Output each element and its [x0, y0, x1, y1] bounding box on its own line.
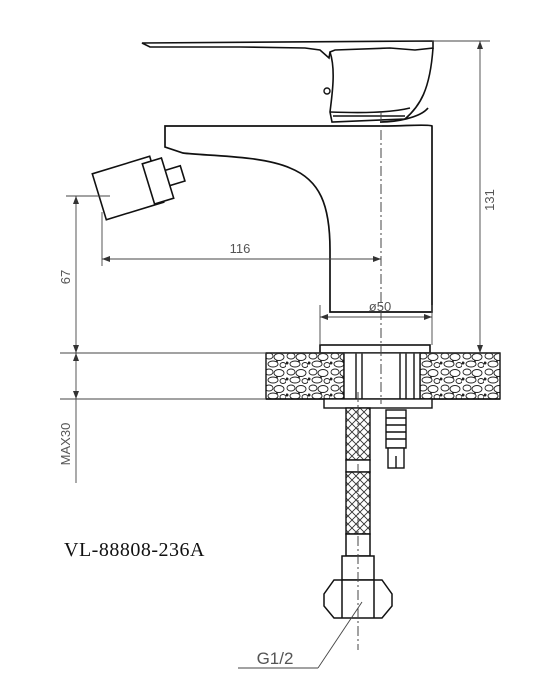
- dimension-arrows: [73, 41, 483, 399]
- dim-base-diameter: ø50: [369, 299, 391, 314]
- handle-lever: [141, 40, 434, 123]
- centre-lines: [357, 112, 382, 650]
- thread-label: G1/2: [257, 649, 294, 668]
- model-number: VL-88808-236A: [64, 539, 205, 561]
- dim-height-total: 131: [482, 189, 497, 211]
- dimension-lines: [60, 40, 500, 669]
- threaded-stud: [385, 409, 407, 469]
- handle-screw: [323, 87, 331, 95]
- base-flange: [319, 344, 431, 354]
- faucet-body: [164, 107, 433, 313]
- dim-spout-reach: 116: [230, 241, 251, 256]
- spray-nozzle: [91, 155, 186, 221]
- dim-spout-height: 67: [58, 270, 73, 284]
- dim-counter-thickness: MAX30: [58, 423, 73, 466]
